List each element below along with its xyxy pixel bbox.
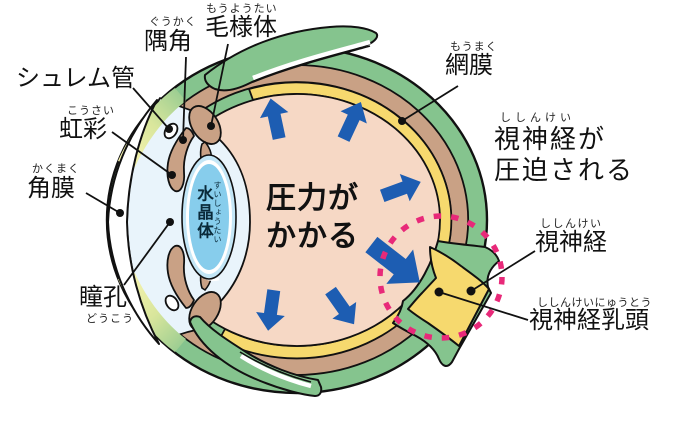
- pressure-down-right-arrow: [325, 286, 357, 325]
- leader-lines: [85, 43, 536, 321]
- center-text-line2: かかる: [266, 219, 359, 254]
- label-nyuutou: 視神経乳頭: [529, 306, 649, 334]
- pressure-up-left-arrow: [259, 98, 289, 140]
- dot-doukou: [166, 218, 174, 226]
- caption-line2: 圧迫される: [494, 156, 635, 186]
- dot-nyuutou: [434, 287, 444, 297]
- leader-doukou: [123, 221, 171, 286]
- cornea: [107, 99, 160, 345]
- muscle-gap-bottom: [239, 354, 312, 389]
- furigana-caption: ししんけい: [500, 111, 575, 124]
- center-text-line1: 圧力が: [266, 181, 359, 216]
- label-moumaku: 網膜: [445, 51, 493, 79]
- pressure-to-optic-nerve-arrow: [365, 236, 420, 284]
- label-mouyoutai: 毛様体: [205, 13, 277, 41]
- dot-kakumaku: [116, 209, 124, 217]
- optic-nerve: [392, 240, 500, 367]
- dot-mouyoutai: [207, 122, 215, 130]
- label-doukou: 瞳孔: [79, 283, 127, 311]
- sclera-edge-bottom: [239, 351, 312, 383]
- furigana-doukou: どうこう: [86, 312, 134, 325]
- dot-shishinkei: [466, 286, 476, 296]
- sclera-edge-top: [252, 45, 371, 83]
- iris-lower: [166, 244, 195, 309]
- label-kakumaku: 角膜: [27, 174, 75, 202]
- pressure-up-right-arrow: [337, 101, 367, 142]
- label-gukaku: 隅角: [144, 27, 192, 55]
- muscle-gap-top: [252, 39, 371, 81]
- leader-moumaku: [401, 85, 459, 122]
- label-lens: 水晶体: [194, 185, 214, 241]
- pressure-down-arrow: [256, 289, 285, 331]
- leader-nyuutou: [438, 291, 529, 321]
- dot-schlemm: [165, 125, 173, 133]
- dot-gukaku: [179, 136, 187, 144]
- schlemm-canal-lower: [164, 294, 180, 312]
- marker-dots: [116, 117, 476, 297]
- furigana-kousai: こうさい: [67, 104, 115, 117]
- pressure-arrows: [256, 98, 421, 331]
- leader-gukaku: [182, 56, 187, 141]
- optic-nerve-core: [407, 246, 490, 347]
- furigana-lens: すいしょうたい: [213, 181, 222, 244]
- leader-schlemm: [132, 87, 170, 130]
- eye-muscles: [189, 25, 379, 397]
- dot-kousai: [168, 171, 176, 179]
- leader-shishinkei: [470, 250, 536, 292]
- furigana-kakumaku: かくまく: [32, 162, 80, 175]
- dot-moumaku: [398, 117, 406, 125]
- leader-kousai: [111, 131, 173, 176]
- furigana-nyuutou: ししんけいにゅうとう: [537, 296, 652, 309]
- eye-muscle-bottom: [189, 315, 323, 397]
- caption-line1: 視神経が: [494, 125, 607, 155]
- pressure-right-arrow: [379, 174, 421, 202]
- furigana-moumaku: もうまく: [450, 40, 498, 53]
- furigana-mouyoutai: もうようたい: [206, 2, 278, 15]
- label-schlemm-canal: シュレム管: [16, 64, 136, 92]
- optic-nerve-highlight-circle: [377, 213, 505, 341]
- leader-kakumaku: [85, 192, 121, 214]
- label-kousai: 虹彩: [59, 115, 107, 143]
- anterior-segment: [107, 88, 251, 352]
- lens-core: [189, 164, 229, 270]
- furigana-shishinkei: ししんけい: [540, 217, 603, 230]
- leader-mouyoutai: [210, 43, 229, 127]
- label-shishinkei: 視神経: [535, 228, 607, 256]
- furigana-gukaku: ぐうかく: [149, 15, 197, 28]
